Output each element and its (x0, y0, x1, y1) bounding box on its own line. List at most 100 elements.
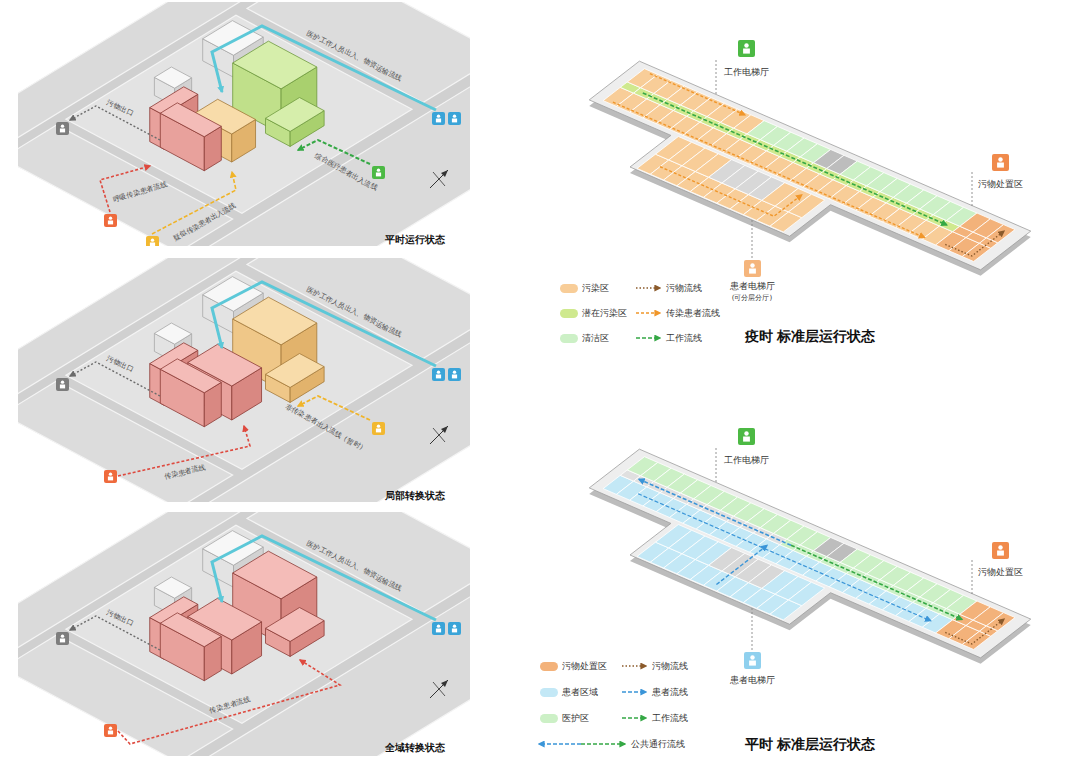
flow-line (945, 619, 1004, 644)
label-text: 工作电梯厅 (724, 455, 769, 465)
north-arrow (430, 426, 448, 444)
icon-box (448, 112, 461, 125)
label-text: 患者电梯厅 (730, 281, 775, 291)
icon-glyph (61, 124, 64, 127)
flow-line (70, 616, 160, 650)
legend-swatch (560, 334, 578, 343)
icon-box (104, 470, 117, 483)
icon-box (744, 260, 761, 277)
site-panel (18, 512, 470, 756)
icon-glyph (60, 385, 65, 389)
icon-glyph (750, 655, 754, 659)
icon-glyph (750, 263, 754, 267)
icon-box (432, 112, 445, 125)
entrance-icon (56, 378, 69, 391)
room-cell (986, 225, 1015, 243)
flow-line (638, 494, 931, 621)
site-ground (18, 512, 470, 756)
icon-glyph (60, 639, 65, 643)
icon-glyph (436, 629, 441, 633)
icon-box (448, 622, 461, 635)
icon-box (432, 368, 445, 381)
icon-glyph (108, 731, 113, 735)
icon-glyph (452, 119, 457, 123)
flow-line (639, 479, 791, 545)
icon-box (432, 622, 445, 635)
north-line (430, 170, 448, 188)
site-panel (18, 2, 470, 246)
icon-glyph (452, 629, 457, 633)
icon-glyph (452, 375, 457, 379)
icon-glyph (998, 545, 1002, 549)
north-line (430, 426, 448, 444)
legend-swatch (560, 309, 578, 318)
building-face (160, 103, 221, 137)
leader-line (716, 448, 717, 483)
line-sample (636, 337, 660, 339)
icon-glyph (108, 477, 113, 481)
entrance-icon (448, 112, 461, 125)
icon-glyph (109, 726, 112, 729)
flow-line (643, 93, 947, 225)
entrance-icon (432, 368, 445, 381)
legend-text: 工作流线 (666, 332, 702, 344)
entrance-icon (104, 214, 117, 227)
legend-text: 工作流线 (652, 712, 688, 724)
icon-glyph (437, 370, 440, 373)
icon-glyph (744, 43, 748, 47)
entrance-icon (56, 122, 69, 135)
legend-text: 潜在污染区 (582, 307, 627, 319)
flow-line (212, 26, 436, 110)
building-face (154, 323, 191, 344)
flow-line (118, 660, 340, 744)
icon-glyph (376, 429, 381, 433)
icon-glyph (436, 119, 441, 123)
entrance-icon (56, 632, 69, 645)
entrance-icon (744, 652, 761, 669)
icon-glyph (437, 624, 440, 627)
label-text: (可分层分厅) (732, 294, 772, 302)
legend-text: 患者区域 (562, 686, 598, 698)
building-face (154, 67, 191, 88)
building-block (160, 103, 221, 171)
entrance-icon (372, 422, 385, 435)
icon-glyph (60, 129, 65, 133)
icon-glyph (749, 269, 756, 274)
line-sample (622, 691, 646, 693)
north-head (441, 680, 448, 687)
legend-text: 公共通行流线 (631, 738, 685, 750)
legend-text: 传染患者流线 (666, 307, 720, 319)
building-face (233, 41, 317, 89)
icon-glyph (109, 216, 112, 219)
label-text: 污物处置区 (978, 567, 1023, 577)
entrance-icon (372, 166, 385, 179)
leader-line (716, 60, 717, 95)
caption-text: 全域转换状态 (385, 742, 445, 754)
entrance-icon (992, 542, 1009, 559)
north-arrow (430, 680, 448, 698)
entrance-icon (744, 260, 761, 277)
caption-text: 平时运行状态 (385, 234, 445, 246)
leader-lines (716, 60, 972, 650)
entrance-icon (432, 112, 445, 125)
plan-slab (589, 449, 1031, 658)
flow-line (70, 362, 160, 396)
icon-glyph (108, 221, 113, 225)
flow-line (212, 282, 436, 366)
icon-glyph (376, 173, 381, 177)
icon-glyph (453, 624, 456, 627)
label-text: 污物处置区 (978, 179, 1023, 189)
building-face (160, 359, 221, 393)
icon-glyph (453, 114, 456, 117)
icon-glyph (437, 114, 440, 117)
icon-glyph (377, 168, 380, 171)
north-head (441, 426, 448, 433)
caption-text: 平时 标准层运行状态 (745, 736, 876, 752)
line-sample (622, 665, 646, 667)
icon-glyph (749, 661, 756, 666)
icon-box (104, 724, 117, 737)
icon-box (56, 378, 69, 391)
label-text: 工作电梯厅 (724, 67, 769, 77)
legend-swatch (540, 688, 558, 697)
legend-text: 医护区 (562, 712, 589, 724)
